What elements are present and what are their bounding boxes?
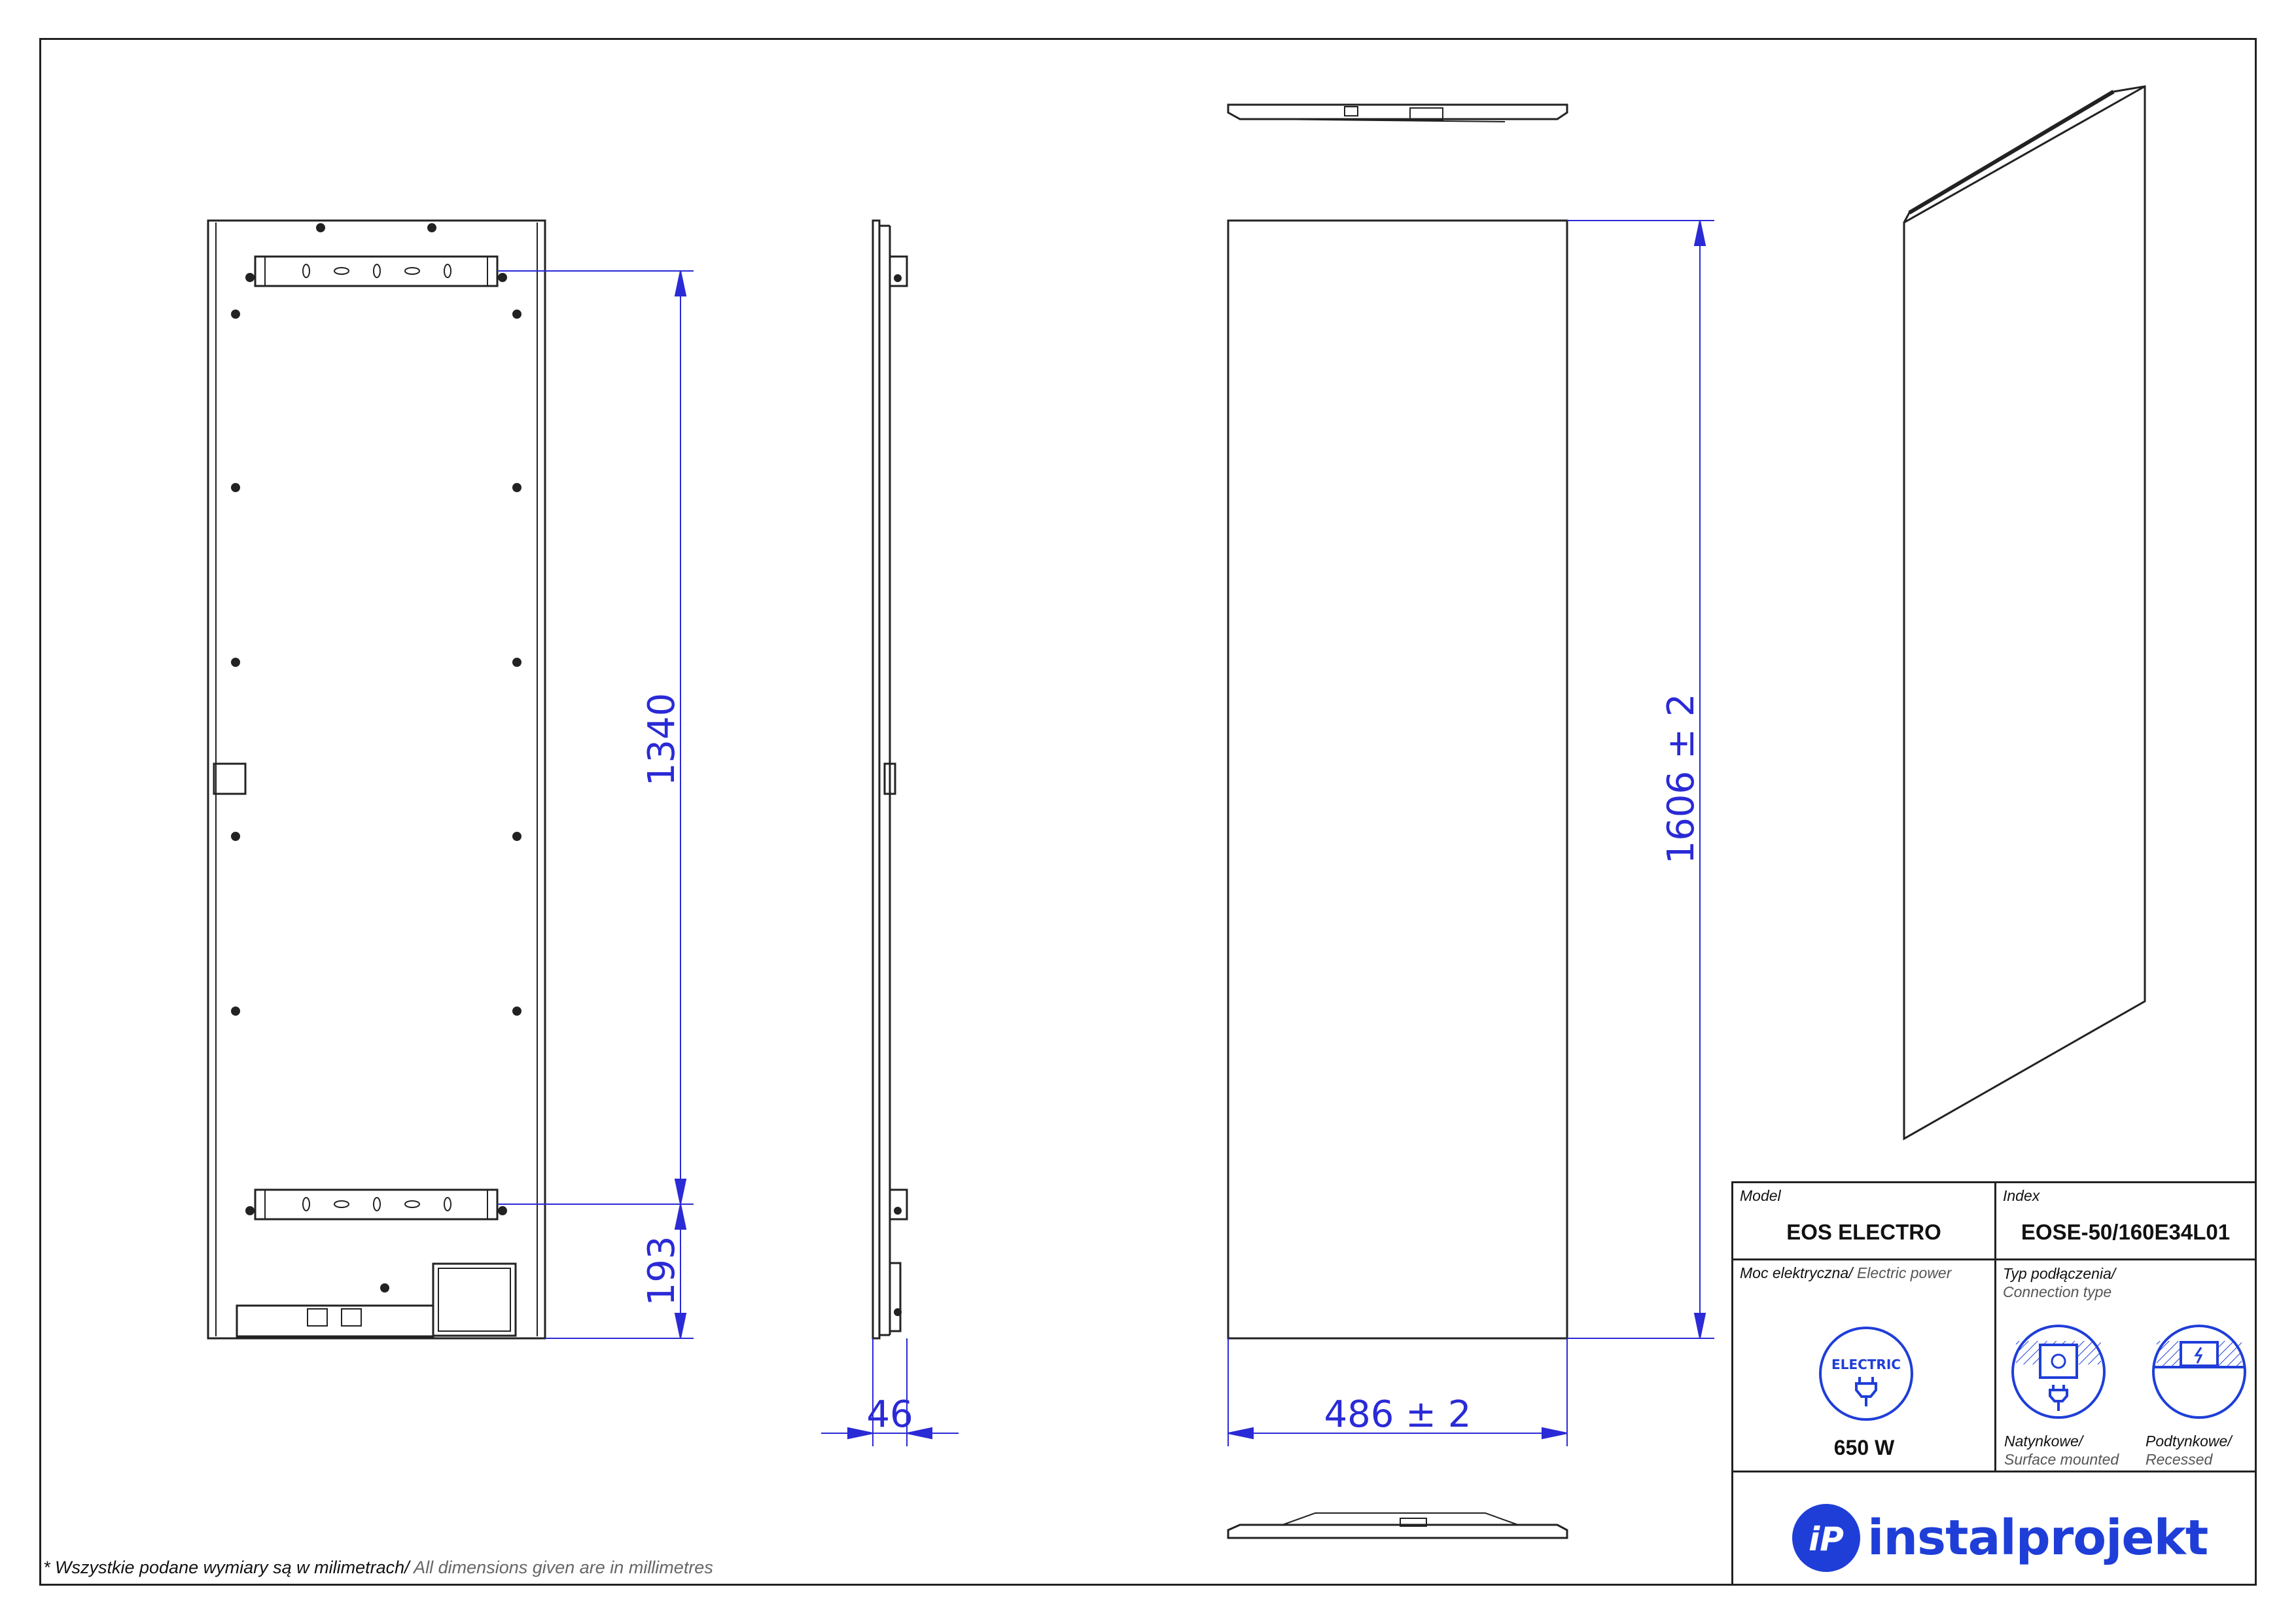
screw-hole (512, 1007, 521, 1016)
screw-hole (512, 310, 521, 319)
brand-name: instalprojekt (1867, 1510, 2208, 1566)
side-connector (213, 762, 247, 795)
power-value: 650 W (1833, 1436, 1895, 1459)
power-cell: Moc elektryczna/ Electric power ELECTRIC… (1733, 1260, 1996, 1472)
screw-hole (231, 658, 240, 667)
isometric-panel (1903, 85, 2146, 1141)
recessed-label: Podtynkowe/Recessed (2146, 1432, 2232, 1469)
screw-hole (245, 273, 255, 282)
electric-badge-text: ELECTRIC (1831, 1357, 1901, 1372)
screw-hole (245, 1206, 255, 1215)
bracket-slot (444, 1197, 451, 1211)
screw-hole (380, 1283, 389, 1293)
recessed-icon (2152, 1325, 2246, 1419)
side-screw (894, 1207, 902, 1215)
surface-mounted-pl: Natynkowe/ (2004, 1433, 2083, 1450)
top-mounting-bracket (254, 255, 499, 287)
index-value: EOSE-50/160E34L01 (2021, 1220, 2231, 1244)
bracket-slot (373, 1197, 381, 1211)
surface-mounted-icon (2011, 1325, 2106, 1419)
side-panel-front (872, 219, 881, 1340)
connection-label-en: Connection type (2003, 1283, 2112, 1300)
bracket-slot (334, 1200, 349, 1208)
power-label: Moc elektryczna/ Electric power (1740, 1264, 1951, 1282)
bracket-slot (444, 264, 451, 278)
bottom-mounting-bracket (254, 1188, 499, 1221)
electric-plug-icon: ELECTRIC (1819, 1327, 1913, 1421)
side-screw (894, 274, 902, 282)
rear-view (207, 219, 546, 1340)
connection-label-pl: Typ podłączenia/ (2003, 1265, 2116, 1282)
electrical-box (432, 1262, 517, 1337)
side-electrical-box (889, 1262, 902, 1332)
terminal-strip (236, 1304, 434, 1338)
side-top-bracket (889, 255, 908, 287)
side-view (872, 219, 908, 1340)
index-label: Index (2003, 1187, 2040, 1204)
rear-screws (231, 223, 902, 1316)
screw-hole (231, 832, 240, 841)
recessed-en: Recessed (2146, 1451, 2213, 1468)
screw-hole (498, 1206, 507, 1215)
screw-hole (231, 1007, 240, 1016)
dimension-note: * Wszystkie podane wymiary są w milimetr… (43, 1558, 713, 1578)
bracket-slot (302, 1197, 310, 1211)
bracket-slot (404, 267, 420, 275)
index-cell: Index EOSE-50/160E34L01 (1996, 1183, 2255, 1260)
recessed-pl: Podtynkowe/ (2146, 1433, 2232, 1450)
screw-hole (427, 223, 436, 232)
power-label-pl: Moc elektryczna/ (1740, 1264, 1853, 1281)
bottom-plan-view (1227, 1524, 1568, 1539)
screw-hole (231, 310, 240, 319)
connection-cell: Typ podłączenia/Connection type Natynkow… (1996, 1260, 2255, 1472)
bracket-slot (373, 264, 381, 278)
brand-mark-text: iP (1809, 1520, 1844, 1558)
model-value: EOS ELECTRO (1786, 1220, 1941, 1244)
model-cell: Model EOS ELECTRO (1733, 1183, 1996, 1260)
dimension-193: 193 (641, 1236, 683, 1306)
brand-logo: iP instalprojekt (1792, 1503, 2208, 1573)
dimension-1606: 1606 ± 2 (1660, 694, 1703, 865)
side-bottom-bracket (889, 1188, 908, 1221)
surface-mounted-en: Surface mounted (2004, 1451, 2119, 1468)
side-dimensions (821, 1338, 959, 1446)
model-label: Model (1740, 1187, 1781, 1204)
connection-label: Typ podłączenia/Connection type (2003, 1264, 2115, 1301)
power-label-en: Electric power (1852, 1264, 1952, 1281)
front-view (1227, 103, 1568, 1539)
brand-mark-icon: iP (1792, 1504, 1860, 1572)
bracket-slot (302, 264, 310, 278)
note-pl: * Wszystkie podane wymiary są w milimetr… (43, 1558, 410, 1577)
front-dimensions (1227, 220, 1714, 1446)
dimension-1340: 1340 (641, 693, 683, 787)
side-connector (883, 762, 896, 795)
front-panel (1227, 219, 1568, 1340)
dimension-486: 486 ± 2 (1324, 1393, 1471, 1436)
bracket-slot (334, 267, 349, 275)
rear-panel-outline (207, 219, 546, 1340)
drawing-frame (39, 38, 2257, 1586)
screw-hole (316, 223, 325, 232)
rear-dimensions (497, 270, 694, 1339)
top-plan-view (1227, 103, 1568, 120)
screw-hole (512, 483, 521, 492)
screw-hole (512, 832, 521, 841)
screw-hole (231, 483, 240, 492)
surface-mounted-label: Natynkowe/Surface mounted (2004, 1432, 2119, 1469)
title-block: Model EOS ELECTRO Index EOSE-50/160E34L0… (1731, 1181, 2257, 1586)
isometric-view (1903, 85, 2146, 1141)
screw-hole (498, 273, 507, 282)
dimension-46: 46 (866, 1393, 913, 1436)
screw-hole (512, 658, 521, 667)
note-en: All dimensions given are in millimetres (409, 1558, 713, 1577)
bracket-slot (404, 1200, 420, 1208)
